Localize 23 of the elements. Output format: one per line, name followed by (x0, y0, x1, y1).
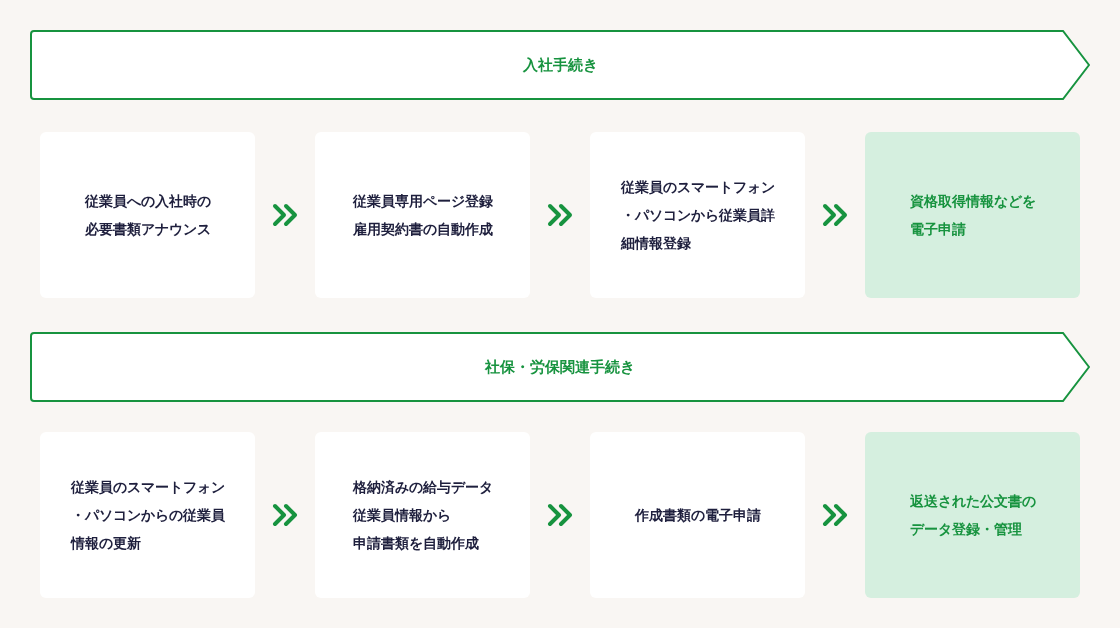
step-text: 従業員のスマートフォン・パソコンから従業員詳細情報登録 (620, 178, 775, 253)
section-banner (30, 332, 1090, 402)
section-banner (30, 30, 1090, 100)
section-heading: 入社手続き (522, 54, 598, 75)
step-text: 雇用契約書の自動作成 (352, 220, 493, 239)
step-text: 従業員への入社時の必要書類アナウンス (84, 192, 211, 239)
step-text: 従業員情報から (352, 506, 452, 525)
double-chevron-arrow (273, 204, 297, 226)
step-text: 返送された公文書のデータ登録・管理 (909, 492, 1036, 539)
step-card (865, 432, 1080, 598)
double-chevron-arrow (548, 204, 572, 226)
double-chevron-arrow (823, 504, 847, 526)
double-chevron-arrow (273, 504, 297, 526)
double-chevron-arrow (548, 504, 572, 526)
step-text: 申請書類を自動作成 (352, 534, 480, 553)
step-text: 従業員のスマートフォン・パソコンからの従業員情報の更新 (70, 478, 225, 553)
section-heading: 社保・労保関連手続き (485, 356, 635, 377)
double-chevron-arrow (823, 204, 847, 226)
step-card (865, 132, 1080, 298)
step-text: 従業員専用ページ登録 (352, 192, 493, 211)
step-text: 格納済みの給与データ (352, 478, 493, 497)
step-text: 作成書類の電子申請 (634, 506, 761, 525)
step-text: 資格取得情報などを電子申請 (909, 192, 1036, 239)
